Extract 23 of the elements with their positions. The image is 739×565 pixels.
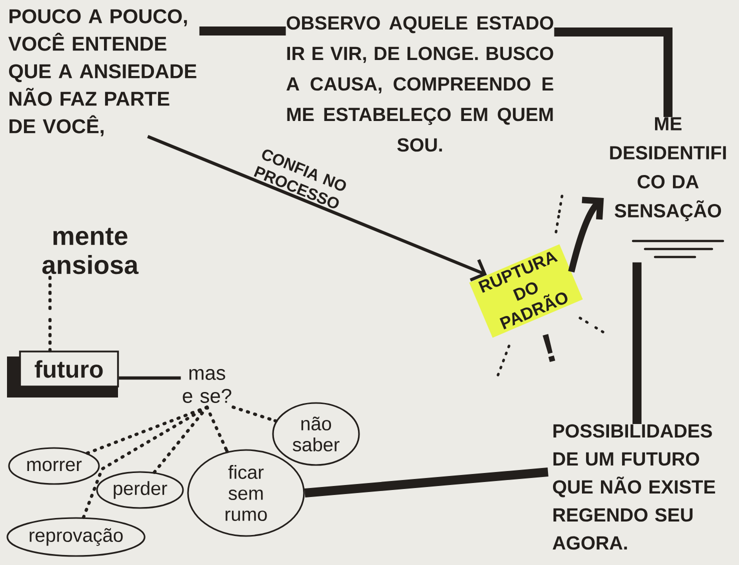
oval-bubble: perder [96,471,184,509]
oval-bubble: morrer [8,447,100,485]
note-text: POSSIBILIDADES DE UM FUTURO QUE NÃO EXISTE REGENDO SEU AGORA. [552,424,716,550]
dotted-line [232,406,278,423]
connector-bar [199,26,286,36]
topic-text: mente ansiosa [42,228,139,274]
dotted-line [48,276,52,352]
oval-bubble: não saber [272,402,360,466]
dotted-line [152,406,209,474]
connector-bar [554,28,672,117]
connector-bar [304,468,548,498]
note-text: POUCO A POUCO, VOCÊ ENTENDE QUE A ANSIEDADE NÃO FAZ PARTE DE VOCÊ, [8,9,196,136]
connector-line [118,376,181,380]
connector-bar [632,262,642,424]
shadowed-box: futuro [7,350,119,398]
note-text: ME DESIDENTIFI CO DA SENSAÇÃO [610,117,726,222]
arrow [147,134,487,282]
note-text: OBSERVO AQUELE ESTADO IR E VIR, DE LONGE. BUSCO A CAUSA, COMPREENDO E ME ESTABELEÇO EM QUEM SOU. [286,16,554,152]
question-text: mas e se? [182,369,232,403]
dotted-line [205,406,229,454]
oval-bubble: reprovação [6,517,146,557]
arrow [568,196,604,273]
dotted-line [82,406,209,519]
